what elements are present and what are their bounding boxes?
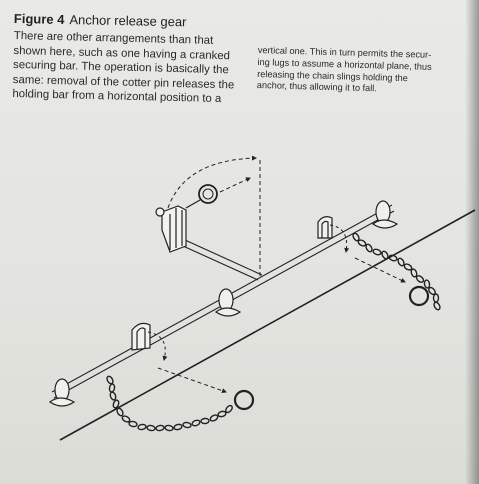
chain-release-arrow xyxy=(157,367,227,394)
swing-arc xyxy=(167,155,257,209)
shaft-support xyxy=(214,288,242,317)
chain-sling-right xyxy=(352,232,441,311)
deck-edge-line xyxy=(59,209,476,441)
securing-lug xyxy=(131,322,151,351)
shaft-support xyxy=(371,200,399,229)
chain-sling-left xyxy=(106,375,233,432)
securing-bar xyxy=(182,239,263,281)
chain-ring-left xyxy=(233,389,255,411)
swing-arrow xyxy=(219,177,251,193)
shaft-support xyxy=(48,378,76,407)
lug-motion-arc xyxy=(329,224,350,253)
securing-lug xyxy=(317,216,333,239)
lever-mechanism xyxy=(155,184,218,253)
chain-ring-right xyxy=(408,285,430,307)
chain-release-arrow xyxy=(354,257,406,283)
page-edge-shadow xyxy=(465,0,479,484)
